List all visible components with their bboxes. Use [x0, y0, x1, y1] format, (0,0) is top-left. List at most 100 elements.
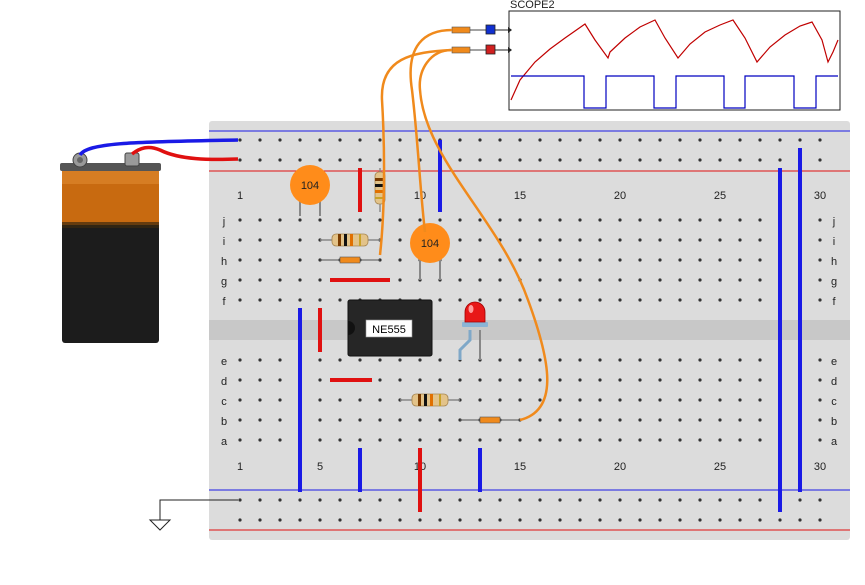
breadboard-hole[interactable] [538, 418, 542, 422]
breadboard-hole[interactable] [658, 138, 662, 142]
breadboard-hole[interactable] [818, 158, 822, 162]
breadboard-hole[interactable] [638, 358, 642, 362]
breadboard-hole[interactable] [778, 518, 782, 522]
breadboard-hole[interactable] [478, 258, 482, 262]
breadboard-hole[interactable] [538, 358, 542, 362]
breadboard-hole[interactable] [578, 438, 582, 442]
ne555-chip[interactable]: NE555 [347, 299, 433, 357]
breadboard-hole[interactable] [698, 238, 702, 242]
breadboard-hole[interactable] [498, 438, 502, 442]
breadboard-hole[interactable] [298, 498, 302, 502]
breadboard-hole[interactable] [238, 518, 242, 522]
breadboard-hole[interactable] [678, 278, 682, 282]
breadboard-hole[interactable] [298, 218, 302, 222]
breadboard-hole[interactable] [378, 138, 382, 142]
breadboard-hole[interactable] [418, 138, 422, 142]
breadboard-hole[interactable] [658, 438, 662, 442]
breadboard-hole[interactable] [618, 498, 622, 502]
breadboard-hole[interactable] [498, 278, 502, 282]
breadboard-hole[interactable] [598, 378, 602, 382]
breadboard-hole[interactable] [538, 138, 542, 142]
breadboard-hole[interactable] [718, 218, 722, 222]
breadboard-hole[interactable] [558, 518, 562, 522]
breadboard-hole[interactable] [718, 298, 722, 302]
breadboard-hole[interactable] [518, 358, 522, 362]
breadboard-hole[interactable] [598, 518, 602, 522]
breadboard-hole[interactable] [818, 358, 822, 362]
breadboard-hole[interactable] [658, 418, 662, 422]
breadboard-hole[interactable] [618, 358, 622, 362]
breadboard-hole[interactable] [278, 378, 282, 382]
breadboard-hole[interactable] [658, 238, 662, 242]
breadboard-hole[interactable] [478, 498, 482, 502]
breadboard-hole[interactable] [678, 498, 682, 502]
breadboard-hole[interactable] [598, 138, 602, 142]
breadboard-hole[interactable] [678, 418, 682, 422]
breadboard-hole[interactable] [258, 258, 262, 262]
breadboard-hole[interactable] [578, 298, 582, 302]
resistor-vertical[interactable] [374, 168, 386, 212]
breadboard-hole[interactable] [358, 398, 362, 402]
breadboard-hole[interactable] [698, 278, 702, 282]
breadboard-hole[interactable] [538, 278, 542, 282]
probe1-plug[interactable] [451, 26, 471, 34]
breadboard-hole[interactable] [638, 258, 642, 262]
scope-probes[interactable] [450, 24, 512, 55]
breadboard-hole[interactable] [658, 398, 662, 402]
breadboard-hole[interactable] [438, 218, 442, 222]
breadboard-hole[interactable] [238, 298, 242, 302]
breadboard-hole[interactable] [638, 438, 642, 442]
breadboard-hole[interactable] [358, 498, 362, 502]
breadboard-hole[interactable] [238, 238, 242, 242]
breadboard-hole[interactable] [738, 498, 742, 502]
breadboard-hole[interactable] [818, 438, 822, 442]
breadboard-hole[interactable] [698, 398, 702, 402]
breadboard-hole[interactable] [758, 298, 762, 302]
breadboard-hole[interactable] [458, 378, 462, 382]
breadboard-hole[interactable] [458, 158, 462, 162]
breadboard-hole[interactable] [698, 518, 702, 522]
breadboard-hole[interactable] [738, 278, 742, 282]
breadboard-hole[interactable] [358, 438, 362, 442]
breadboard-hole[interactable] [458, 298, 462, 302]
breadboard-hole[interactable] [478, 138, 482, 142]
breadboard-hole[interactable] [538, 238, 542, 242]
breadboard-hole[interactable] [358, 218, 362, 222]
breadboard-hole[interactable] [558, 158, 562, 162]
breadboard-hole[interactable] [678, 218, 682, 222]
breadboard-hole[interactable] [258, 498, 262, 502]
breadboard-hole[interactable] [498, 258, 502, 262]
breadboard-hole[interactable] [818, 278, 822, 282]
breadboard-hole[interactable] [678, 238, 682, 242]
breadboard-hole[interactable] [698, 498, 702, 502]
breadboard-hole[interactable] [378, 218, 382, 222]
breadboard-hole[interactable] [278, 358, 282, 362]
breadboard-hole[interactable] [678, 358, 682, 362]
breadboard-hole[interactable] [538, 158, 542, 162]
breadboard-hole[interactable] [758, 238, 762, 242]
breadboard-hole[interactable] [678, 138, 682, 142]
breadboard-hole[interactable] [478, 158, 482, 162]
breadboard-hole[interactable] [738, 158, 742, 162]
breadboard-hole[interactable] [578, 418, 582, 422]
breadboard-hole[interactable] [418, 218, 422, 222]
breadboard-hole[interactable] [478, 398, 482, 402]
breadboard-hole[interactable] [518, 398, 522, 402]
breadboard-hole[interactable] [278, 258, 282, 262]
breadboard-hole[interactable] [338, 498, 342, 502]
breadboard-hole[interactable] [278, 498, 282, 502]
breadboard-hole[interactable] [638, 378, 642, 382]
breadboard-hole[interactable] [498, 378, 502, 382]
jumper-wires[interactable] [298, 140, 802, 512]
breadboard-hole[interactable] [518, 498, 522, 502]
breadboard-hole[interactable] [618, 518, 622, 522]
breadboard-hole[interactable] [718, 518, 722, 522]
breadboard-hole[interactable] [458, 138, 462, 142]
breadboard-hole[interactable] [718, 378, 722, 382]
breadboard-hole[interactable] [698, 298, 702, 302]
breadboard-hole[interactable] [258, 398, 262, 402]
breadboard-hole[interactable] [238, 358, 242, 362]
breadboard-hole[interactable] [398, 438, 402, 442]
breadboard-hole[interactable] [658, 378, 662, 382]
breadboard-hole[interactable] [258, 278, 262, 282]
